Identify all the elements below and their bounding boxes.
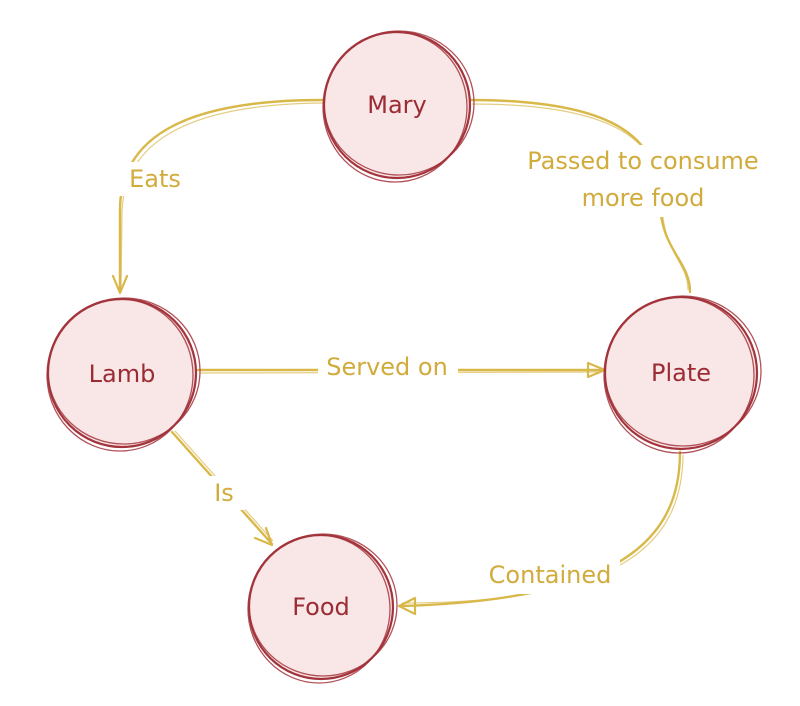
edge-label-passed-line2: more food (582, 184, 705, 212)
edge-label-bg-eats (118, 162, 190, 196)
edge-label-is: Is (214, 479, 234, 507)
node-label-plate: Plate (651, 359, 711, 387)
edge-label-bg-is (205, 476, 245, 510)
node-food: Food (247, 533, 398, 684)
edge-mary-lamb (111, 98, 325, 295)
edge-label-bg-passed (508, 145, 780, 217)
edge-label-bg-served (318, 350, 458, 388)
node-label-lamb: Lamb (89, 360, 156, 388)
node-label-mary: Mary (367, 91, 426, 119)
node-plate: Plate (603, 295, 762, 454)
edge-label-bg-contained (480, 558, 620, 594)
edge-label-contained: Contained (489, 561, 612, 589)
node-lamb: Lamb (46, 297, 201, 452)
edge-plate-food (397, 450, 684, 616)
arrow-head-mary-lamb (111, 274, 129, 295)
edge-label-served-on: Served on (326, 353, 448, 381)
node-label-food: Food (292, 593, 350, 621)
arrow-head-lamb-food (253, 526, 274, 547)
node-mary: Mary (322, 30, 475, 183)
arrow-head-plate-food (397, 596, 417, 616)
edge-label-passed-line1: Passed to consume (527, 147, 758, 175)
arrow-head-lamb-plate (586, 361, 607, 379)
edge-label-eats: Eats (129, 165, 181, 193)
